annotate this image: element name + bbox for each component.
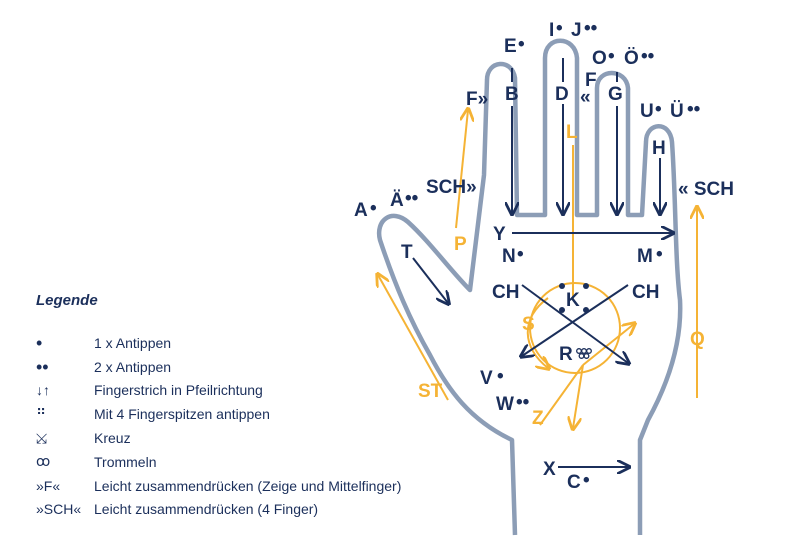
letter-p: P xyxy=(454,234,467,255)
legend-text: Leicht zusammendrücken (Zeige und Mittel… xyxy=(94,477,402,494)
letter-ae: Ä xyxy=(390,190,404,211)
drum-icon xyxy=(576,348,592,359)
letter-e: E xyxy=(504,36,517,57)
letter-sch-left: SCH» xyxy=(426,177,477,198)
letter-b: B xyxy=(505,84,519,105)
legend-item: •• 2 x Antippen xyxy=(36,355,496,379)
letter-sch-right: « SCH xyxy=(678,179,734,200)
legend-item: ⤩ Kreuz xyxy=(36,426,496,450)
four-dots-icon: ⠛ xyxy=(36,405,47,422)
legend-item: • 1 x Antippen xyxy=(36,331,496,355)
legend-item: ⠛ Mit 4 Fingerspitzen antippen xyxy=(36,402,496,426)
letter-w: W xyxy=(496,394,514,415)
dots-w: •• xyxy=(516,392,530,413)
squeeze-sch-symbol: »SCH« xyxy=(36,501,82,518)
drum-legend-icon: ꝏ xyxy=(36,453,51,470)
dots-oe: •• xyxy=(641,46,655,67)
cross-icon: ⤩ xyxy=(36,429,48,446)
letter-ch-right: CH xyxy=(632,282,659,303)
stroke-arrows-icon: ↓↑ xyxy=(36,382,50,399)
legend-item: »F« Leicht zusammendrücken (Zeige und Mi… xyxy=(36,474,496,498)
dots-j: •• xyxy=(584,18,598,39)
letter-r: R xyxy=(559,344,573,365)
letter-s: S xyxy=(522,314,535,335)
letter-h: H xyxy=(652,138,666,159)
dots-ae: •• xyxy=(405,188,419,209)
arrow-z3 xyxy=(582,324,634,366)
dot-a: • xyxy=(370,198,377,219)
legend-text: Trommeln xyxy=(94,453,157,470)
letter-k: K xyxy=(566,290,580,311)
arrow-z2 xyxy=(573,364,584,428)
double-dot-icon: •• xyxy=(36,356,49,377)
letter-i: I xyxy=(549,20,554,41)
letter-t: T xyxy=(401,242,413,263)
legend: Legende • 1 x Antippen •• 2 x Antippen ↓… xyxy=(36,292,496,521)
letter-f-mid: F xyxy=(585,70,597,91)
dot-v: • xyxy=(497,366,504,387)
hand-outline xyxy=(376,38,683,536)
letter-y: Y xyxy=(493,224,506,245)
legend-text: Kreuz xyxy=(94,430,131,447)
dot-i: • xyxy=(556,18,563,39)
letter-q: Q xyxy=(690,329,705,350)
arrow-t xyxy=(412,257,448,303)
single-dot-icon: • xyxy=(36,332,43,353)
dot-u: • xyxy=(655,99,662,120)
letter-x: X xyxy=(543,459,556,480)
letter-d: D xyxy=(555,84,569,105)
palm-circle xyxy=(529,282,621,374)
dot-m: • xyxy=(656,244,663,265)
four-finger-dots xyxy=(559,283,589,313)
dot-c: • xyxy=(583,470,590,491)
legend-text: Leicht zusammendrücken (4 Finger) xyxy=(94,501,319,518)
legend-item: ꝏ Trommeln xyxy=(36,450,496,474)
arrow-s xyxy=(526,297,548,368)
legend-item: »SCH« Leicht zusammendrücken (4 Finger) xyxy=(36,498,496,522)
arrow-z xyxy=(539,364,584,426)
dot-n: • xyxy=(517,244,524,265)
legend-item: ↓↑ Fingerstrich in Pfeilrichtung xyxy=(36,379,496,403)
cross-line-2 xyxy=(521,284,628,363)
legend-title: Legende xyxy=(36,292,98,309)
letter-st: ST xyxy=(418,381,443,402)
dots-ue: •• xyxy=(687,99,701,120)
letter-g: G xyxy=(608,84,623,105)
legend-text: 1 x Antippen xyxy=(94,334,172,351)
letter-oe: Ö xyxy=(624,48,639,69)
letter-o: O xyxy=(592,48,607,69)
letter-v: V xyxy=(480,368,493,389)
arrow-p xyxy=(455,110,468,229)
letter-ch-left: CH xyxy=(492,282,519,303)
letter-ue: Ü xyxy=(670,101,684,122)
cross-line-1 xyxy=(522,284,629,356)
letter-j: J xyxy=(571,20,582,41)
letter-f-left: F» xyxy=(466,89,488,110)
letter-l: L xyxy=(566,122,578,143)
dot-o: • xyxy=(608,46,615,67)
letter-a: A xyxy=(354,200,368,221)
legend-text: Fingerstrich in Pfeilrichtung xyxy=(94,382,263,399)
letter-f-guil: « xyxy=(580,87,591,108)
squeeze-f-symbol: »F« xyxy=(36,477,61,494)
letter-m: M xyxy=(637,246,653,267)
dot-e: • xyxy=(518,34,525,55)
letter-z: Z xyxy=(532,408,544,429)
letter-c: C xyxy=(567,472,581,493)
letter-u: U xyxy=(640,101,654,122)
arrow-st xyxy=(378,275,449,401)
letter-n: N xyxy=(502,246,516,267)
legend-text: 2 x Antippen xyxy=(94,358,172,375)
legend-text: Mit 4 Fingerspitzen antippen xyxy=(94,406,270,423)
